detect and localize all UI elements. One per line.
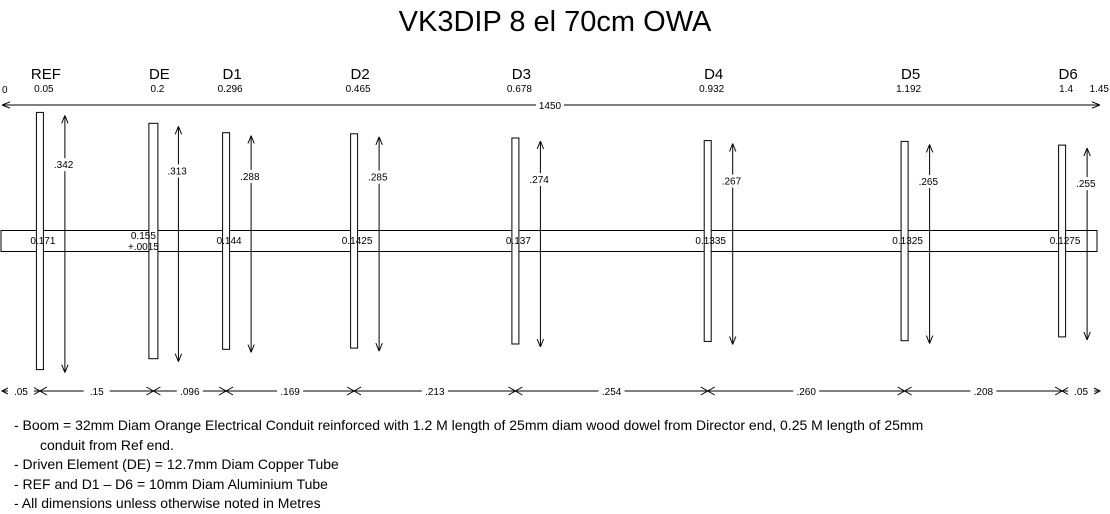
length-label-bg-d6: [1075, 177, 1100, 191]
boom-value-d5: 0.1325: [892, 236, 923, 247]
spacing-label-bg-3: [277, 385, 304, 397]
note-boom-continued: conduit from Ref end.: [40, 436, 174, 453]
notes-block: - Boom = 32mm Diam Orange Electrical Con…: [14, 416, 923, 514]
spacing-label-7: .208: [974, 387, 994, 398]
note-units: - All dimensions unless otherwise noted …: [14, 495, 321, 511]
diagram-title: VK3DIP 8 el 70cm OWA: [398, 6, 712, 38]
boom-value-d3: 0.137: [506, 236, 531, 247]
element-position-d3: 0.678: [507, 84, 532, 95]
length-label-d4: .267: [722, 177, 742, 188]
element-name-d4: D4: [704, 66, 723, 83]
element-ref: [35, 111, 44, 371]
element-position-d5: 1.192: [896, 84, 921, 95]
spacing-label-1: .15: [90, 387, 104, 398]
spacing-label-bg-0: [7, 385, 34, 397]
length-label-d2: .285: [368, 173, 388, 184]
boom-value-d2: 0.1425: [342, 236, 373, 247]
spacing-arrow-start: [0, 386, 11, 396]
boom-value-ref: 0.171: [30, 236, 55, 247]
boom-value-d4: 0.1335: [695, 236, 726, 247]
element-name-d6: D6: [1059, 66, 1078, 83]
spacing-arrow-end: [1091, 386, 1102, 396]
length-label-bg-ref: [52, 158, 77, 172]
element-d5: [900, 140, 909, 342]
length-label-de: .313: [167, 167, 187, 178]
element-position-d2: 0.465: [346, 84, 371, 95]
length-label-ref: .342: [54, 160, 74, 171]
note-ref-directors: - REF and D1 – D6 = 10mm Diam Aluminium …: [14, 475, 328, 492]
spacing-tick-3: [346, 386, 362, 396]
spacing-label-5: .254: [602, 387, 622, 398]
element-name-ref: REF: [31, 66, 61, 83]
spacing-tick-2: [218, 386, 234, 396]
element-de: [148, 122, 159, 360]
boom: [0, 230, 1098, 252]
overall-end-label: 1.45: [1090, 84, 1110, 95]
spacing-label-bg-6: [793, 385, 820, 397]
spacing-label-bg-8: [1068, 385, 1095, 397]
spacing-label-bg-5: [598, 385, 625, 397]
length-label-d1: .288: [240, 172, 260, 183]
element-name-d2: D2: [351, 66, 370, 83]
element-position-d4: 0.932: [699, 84, 724, 95]
spacing-tick-0: [32, 386, 48, 396]
note-driven-element: - Driven Element (DE) = 12.7mm Diam Copp…: [14, 456, 339, 472]
element-d3: [511, 137, 520, 345]
spacing-label-4: .213: [425, 387, 445, 398]
spacing-tick-6: [897, 386, 912, 396]
element-position-ref: 0.05: [34, 84, 54, 95]
spacing-tick-1: [146, 386, 161, 396]
spacing-tick-5: [700, 386, 715, 396]
length-label-bg-d1: [239, 169, 264, 183]
boom-value-de: 0.155: [131, 231, 156, 242]
element-name-d1: D1: [223, 66, 242, 83]
spacing-label-0: .05: [14, 387, 28, 398]
overall-start-label: 0: [2, 85, 8, 96]
element-name-d3: D3: [512, 66, 531, 83]
spacing-label-bg-2: [176, 385, 203, 397]
length-label-bg-d3: [528, 173, 553, 186]
boom-value-d6: 0.1275: [1050, 236, 1081, 247]
element-name-de: DE: [149, 66, 170, 83]
element-name-d5: D5: [901, 66, 920, 83]
length-label-bg-de: [166, 164, 191, 178]
spacing-label-2: .096: [180, 387, 200, 398]
element-position-d1: 0.296: [218, 84, 243, 95]
boom-value2-de: +.0015: [128, 242, 159, 253]
spacing-label-bg-7: [970, 385, 997, 397]
length-label-d5: .265: [919, 177, 939, 188]
boom-value-d1: 0.144: [217, 236, 242, 247]
element-position-d6: 1.4: [1059, 84, 1073, 95]
note-boom: - Boom = 32mm Diam Orange Electrical Con…: [14, 417, 924, 433]
length-label-d6: .255: [1076, 179, 1096, 190]
length-label-bg-d4: [720, 174, 745, 188]
element-d2: [350, 133, 359, 349]
spacing-label-3: .169: [280, 387, 300, 398]
spacing-label-8: .05: [1074, 387, 1088, 398]
element-d4: [703, 140, 712, 342]
spacing-label-bg-1: [83, 385, 110, 397]
spacing-label-bg-4: [421, 385, 448, 397]
length-label-bg-d2: [367, 170, 392, 184]
element-d1: [222, 132, 231, 350]
spacing-tick-4: [508, 386, 523, 396]
spacing-label-6: .260: [796, 387, 816, 398]
overall-length-label: 1450: [539, 101, 562, 112]
element-position-de: 0.2: [150, 84, 164, 95]
length-label-bg-d5: [917, 174, 942, 188]
element-d6: [1058, 144, 1067, 338]
spacing-tick-7: [1054, 386, 1070, 396]
length-label-d3: .274: [529, 175, 549, 186]
